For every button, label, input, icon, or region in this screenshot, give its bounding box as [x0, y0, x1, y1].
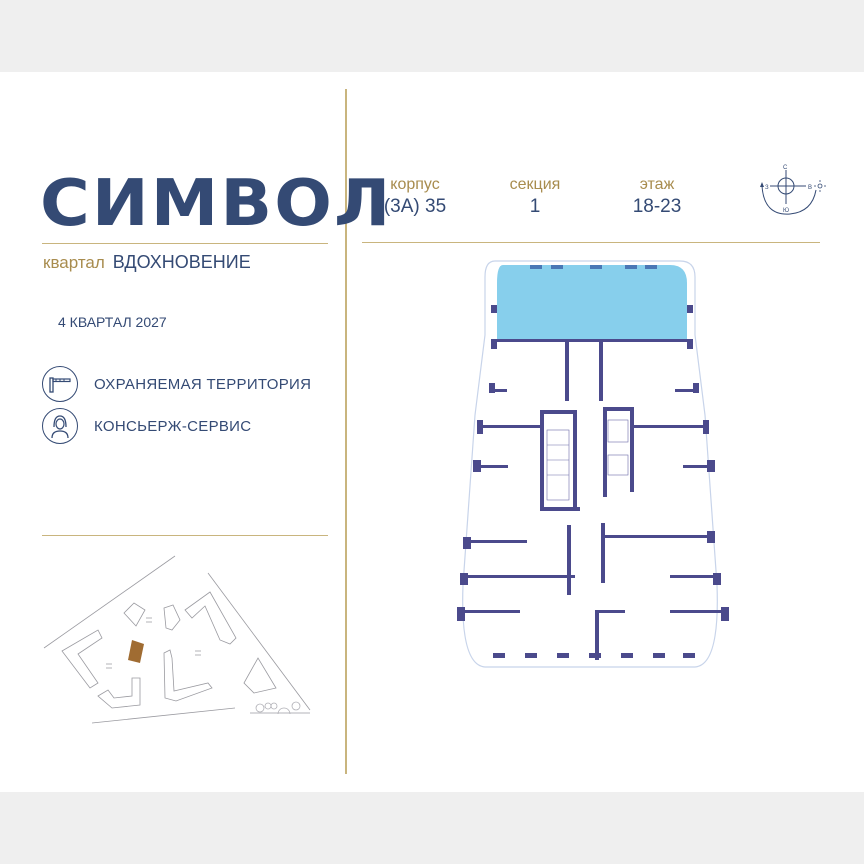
feature-concierge: КОНСЬЕРЖ-СЕРВИС [42, 408, 251, 444]
barrier-icon [42, 366, 78, 402]
vertical-divider [345, 89, 347, 774]
building-value: (3А) 35 [383, 196, 447, 217]
site-plan-map [43, 555, 311, 724]
section-label: секция [509, 176, 561, 193]
divider [42, 535, 328, 536]
feature-label: КОНСЬЕРЖ-СЕРВИС [94, 417, 252, 435]
floor-label: этаж [639, 176, 675, 193]
section-value: 1 [529, 196, 541, 217]
district-title: квартал ВДОХНОВЕНИЕ [43, 252, 251, 273]
svg-text:З: З [765, 185, 769, 191]
selected-apartment [497, 265, 687, 341]
building-label: корпус [390, 176, 440, 193]
floor-plan [457, 260, 729, 668]
section-info: секция 1 [490, 176, 580, 218]
concierge-icon [42, 408, 78, 444]
feature-label: ОХРАНЯЕМАЯ ТЕРРИТОРИЯ [94, 375, 312, 393]
brand-logo: СИМВОЛ [40, 167, 393, 241]
svg-text:С: С [783, 165, 788, 171]
listing-card [0, 72, 864, 792]
svg-text:В: В [808, 185, 812, 191]
district-name: ВДОХНОВЕНИЕ [112, 252, 251, 272]
completion-date: 4 КВАРТАЛ 2027 [58, 314, 167, 330]
district-label: квартал [43, 253, 105, 272]
feature-security: ОХРАНЯЕМАЯ ТЕРРИТОРИЯ [42, 366, 311, 402]
walls [457, 305, 729, 660]
selected-building [128, 640, 144, 663]
building-info: корпус (3А) 35 [370, 176, 460, 218]
svg-text:Ю: Ю [783, 208, 789, 214]
floor-value: 18-23 [632, 196, 682, 217]
floor-info: этаж 18-23 [612, 176, 702, 218]
compass-icon: С З В Ю [760, 165, 826, 215]
divider [362, 242, 820, 243]
divider [42, 243, 328, 244]
